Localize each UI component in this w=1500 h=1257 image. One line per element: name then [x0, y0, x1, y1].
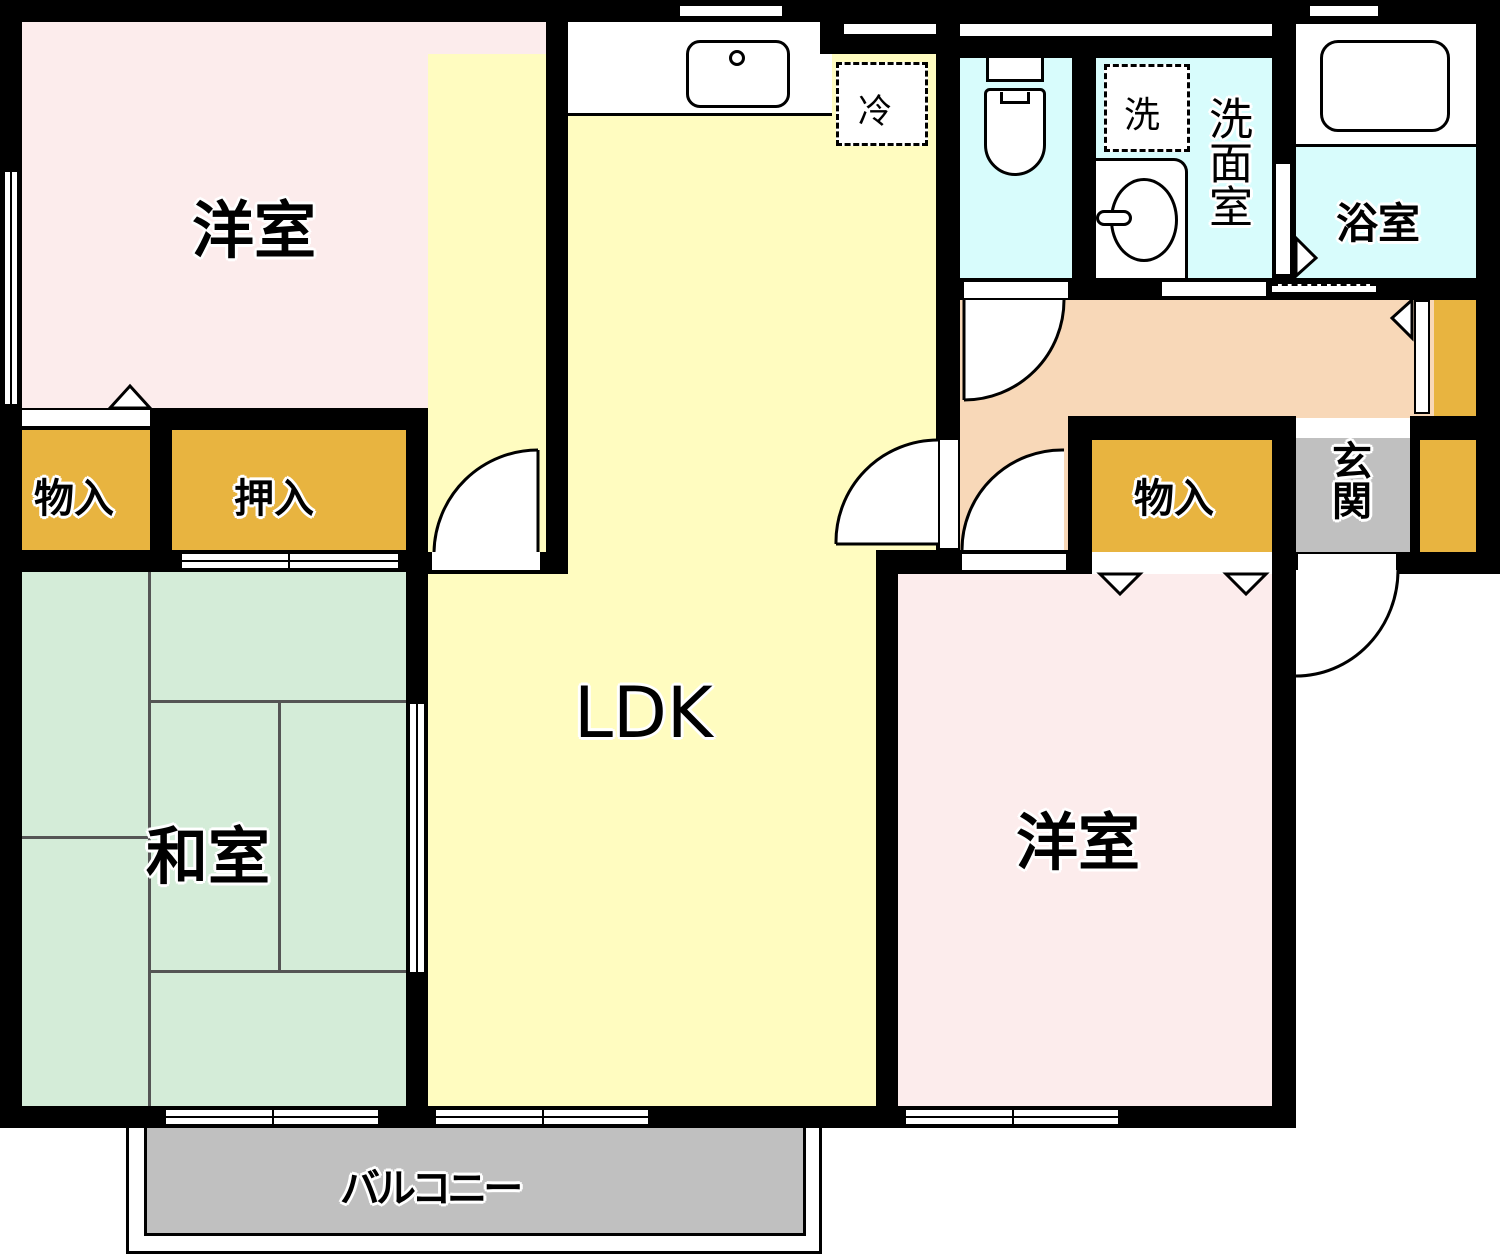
tatami-line: [22, 836, 150, 839]
washroom-label: 洗面室: [1201, 96, 1252, 228]
wall: [1068, 416, 1296, 440]
fridge-label: 冷: [858, 92, 892, 132]
entrance: [1296, 438, 1410, 552]
tatami-line: [150, 970, 406, 973]
window: [844, 24, 936, 34]
western-room-bottom-label: 洋室: [1016, 806, 1141, 879]
japanese-room-label: 和室: [146, 820, 271, 893]
window: [1308, 4, 1380, 18]
window-sash: [416, 702, 418, 974]
shoe-cabinet-bottom: [1420, 440, 1476, 552]
door-triangle-icon: [106, 383, 154, 410]
closet-left-label: 物入: [34, 476, 114, 522]
window: [960, 24, 1272, 36]
balcony-label: バルコニー: [340, 1166, 523, 1212]
wall: [1068, 416, 1092, 574]
window-sash: [10, 170, 12, 406]
vanity-faucet: [1096, 210, 1132, 226]
tatami-line: [148, 572, 151, 1106]
wall: [940, 36, 1280, 58]
shoe-cabinet-top: [1434, 300, 1476, 416]
wall: [1272, 552, 1296, 1128]
western-room-top-label: 洋室: [192, 194, 317, 267]
tatami-line: [278, 702, 281, 970]
door-opening: [938, 440, 958, 548]
window: [678, 4, 784, 18]
door-opening: [1162, 282, 1266, 296]
washing-machine-label: 洗: [1124, 95, 1161, 136]
closet-right: [1092, 440, 1272, 552]
washing-machine-space: [1104, 64, 1190, 152]
western-room-bottom: [898, 574, 1272, 1106]
door-opening: [964, 282, 1068, 298]
wall: [1410, 416, 1500, 440]
fridge-space: [836, 62, 928, 146]
door-triangle-icon: [1096, 572, 1144, 597]
bathtub: [1320, 40, 1450, 132]
door-swing-icon: [960, 448, 1065, 551]
cabinet-door: [1414, 300, 1430, 414]
door-swing-icon: [834, 438, 939, 546]
bath-door-dashed: [1272, 284, 1376, 292]
sink-drain: [729, 50, 745, 66]
front-door-opening: [1298, 554, 1396, 570]
wall: [1072, 36, 1096, 300]
toilet-seat: [1000, 92, 1030, 104]
balcony: [144, 1126, 806, 1236]
wall: [940, 0, 1500, 24]
entrance-label: 玄関: [1325, 440, 1371, 520]
closet-right-label: 物入: [1134, 476, 1214, 522]
door-opening: [432, 552, 540, 570]
wall: [1272, 416, 1296, 576]
door-triangle-icon: [1389, 296, 1414, 342]
window-sash: [542, 1108, 544, 1126]
tatami-line: [150, 700, 406, 703]
door-triangle-icon: [1222, 572, 1270, 597]
ldk-room-extension: [428, 572, 876, 1106]
bathroom-label: 浴室: [1336, 199, 1421, 248]
wall: [1410, 440, 1420, 552]
door-opening: [962, 554, 1066, 570]
ldk-label: LDK: [574, 672, 713, 754]
toilet-tank: [986, 58, 1044, 82]
wall: [546, 0, 568, 574]
closet-left: [22, 430, 150, 550]
oshiire-label: 押入: [234, 476, 314, 522]
wall: [0, 0, 568, 22]
closet-door: [1098, 554, 1266, 570]
wall: [150, 408, 172, 552]
japanese-room: [22, 572, 406, 1106]
sliding-door-rail: [180, 560, 400, 562]
bath-door-opening: [1276, 164, 1290, 274]
door-triangle-icon: [1294, 234, 1319, 280]
oshiire-closet: [172, 430, 406, 550]
door-swing-icon: [962, 299, 1066, 402]
front-door-swing-icon: [1295, 569, 1400, 678]
closet-door: [22, 410, 150, 428]
sliding-door-rail: [288, 552, 290, 570]
entrance-step: [1296, 420, 1410, 436]
bathtub-edge: [1296, 144, 1476, 147]
window-sash: [272, 1108, 274, 1126]
door-swing-icon: [432, 448, 540, 553]
bathroom: [1296, 146, 1476, 278]
window-sash: [1012, 1108, 1014, 1126]
wall: [876, 550, 898, 1128]
